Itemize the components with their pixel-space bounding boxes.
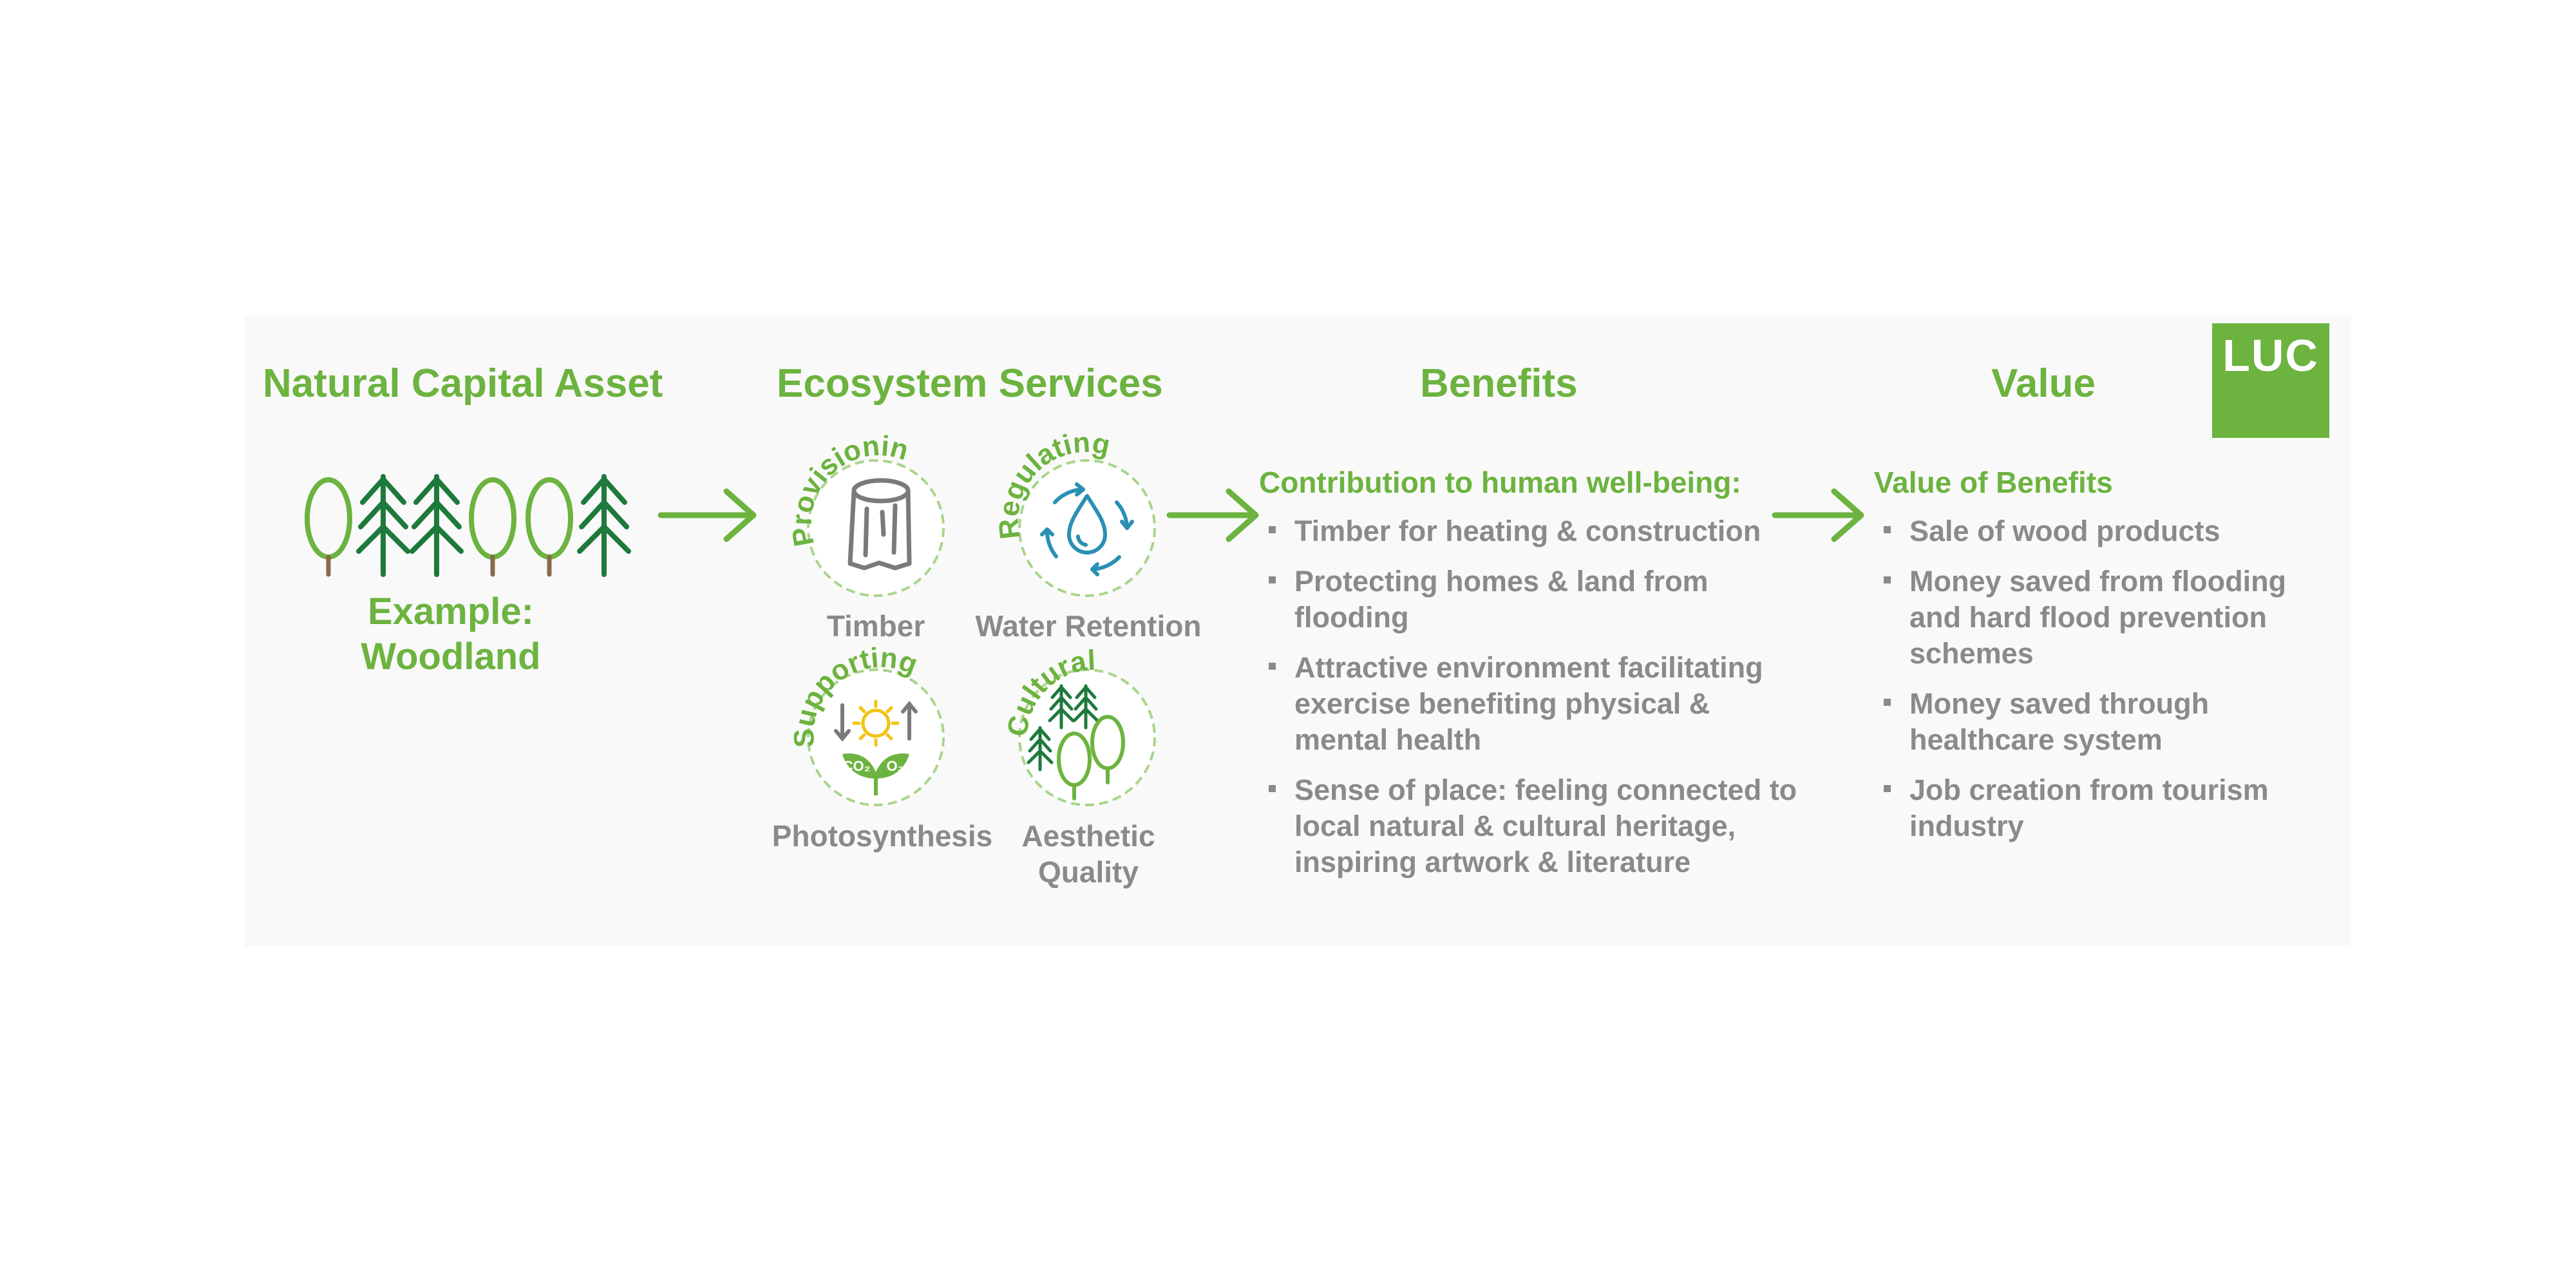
list-item: Protecting homes & land from flooding	[1264, 564, 1798, 636]
benefits-title: Contribution to human well-being:	[1259, 466, 1741, 499]
luc-logo: LUC	[2212, 323, 2329, 438]
bullet-marker	[1269, 785, 1276, 792]
example-line1: Example:	[368, 591, 534, 632]
o2-label: O₂	[887, 758, 904, 774]
list-item: Sense of place: feeling connected to loc…	[1264, 772, 1798, 880]
arrow-icon-3	[1772, 488, 1864, 542]
cultural-service-icon: Cultural	[1001, 645, 1156, 806]
bullet-marker	[1269, 526, 1276, 533]
bullet-marker	[1884, 699, 1891, 706]
header-ecosystem-services: Ecosystem Services	[777, 361, 1163, 406]
photosynthesis-icon: CO₂ O₂	[834, 699, 918, 795]
aesthetic-label-line2: Quality	[1038, 855, 1139, 889]
woodland-trees-icon	[305, 474, 631, 577]
list-item: Attractive environment facilitating exer…	[1264, 650, 1798, 758]
list-item: Sale of wood products	[1879, 513, 2329, 549]
timber-log-icon	[848, 478, 912, 571]
header-benefits: Benefits	[1420, 361, 1578, 406]
bullet-marker	[1884, 576, 1891, 583]
bullet-marker	[1884, 526, 1891, 533]
co2-label: CO₂	[843, 758, 871, 774]
header-value: Value	[1991, 361, 2096, 406]
trees-icon	[1027, 684, 1125, 800]
list-item: Money saved from flooding and hard flood…	[1879, 564, 2329, 672]
benefits-list: Timber for heating & construction Protec…	[1264, 513, 1798, 895]
asset-example-label: Example: Woodland	[322, 589, 580, 679]
photosynthesis-label: Photosynthesis	[772, 819, 993, 853]
bullet-marker	[1884, 785, 1891, 792]
water-retention-label: Water Retention	[975, 609, 1202, 643]
list-item: Timber for heating & construction	[1264, 513, 1798, 549]
timber-label: Timber	[826, 609, 925, 643]
list-item: Job creation from tourism industry	[1879, 772, 2329, 844]
bullet-marker	[1269, 663, 1276, 670]
arrow-icon-2	[1166, 488, 1259, 542]
aesthetic-quality-label: Aesthetic Quality	[992, 818, 1185, 890]
arrow-icon-1	[658, 488, 757, 542]
supporting-service-icon: Supporting CO₂ O₂	[788, 641, 945, 806]
example-line2: Woodland	[361, 636, 541, 677]
provisioning-service-icon: Provisioning	[766, 431, 945, 597]
value-list: Sale of wood products Money saved from f…	[1879, 513, 2329, 858]
diagram-background	[245, 316, 2351, 947]
bullet-marker	[1269, 576, 1276, 583]
water-drop-cycle-icon	[1040, 482, 1134, 576]
value-title: Value of Benefits	[1874, 466, 2113, 499]
header-natural-capital-asset: Natural Capital Asset	[263, 361, 663, 406]
aesthetic-label-line1: Aesthetic	[1021, 819, 1155, 853]
regulating-service-icon: Regulating	[992, 431, 1156, 597]
list-item: Money saved through healthcare system	[1879, 686, 2329, 758]
